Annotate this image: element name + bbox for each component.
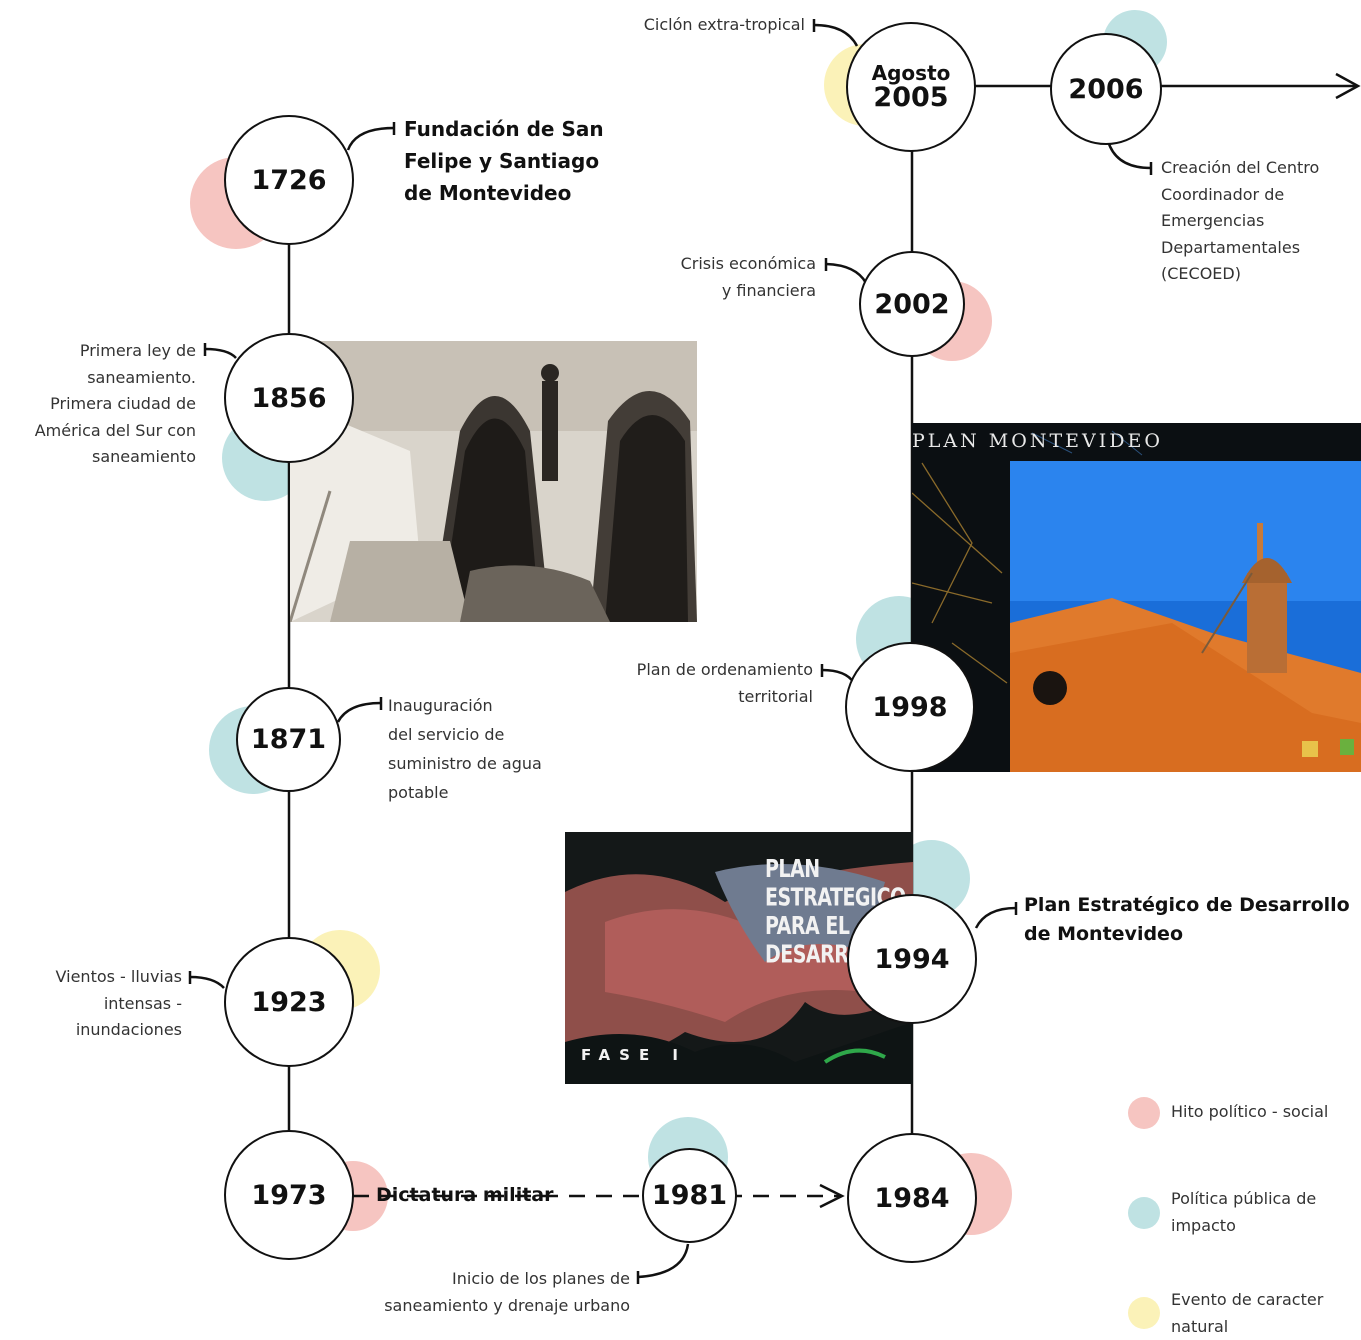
year-label: 1871 bbox=[250, 724, 327, 755]
event-label-2002: Crisis económica y financiera bbox=[680, 254, 816, 300]
year-label: 1984 bbox=[874, 1182, 950, 1214]
legend-dot-public-policy bbox=[1128, 1197, 1160, 1229]
event-label-1726: Fundación de San Felipe y Santiago de Mo… bbox=[404, 117, 604, 205]
legend-dot-natural-event bbox=[1128, 1297, 1160, 1329]
event-label-2006: Creación del Centro Coordinador de Emerg… bbox=[1161, 158, 1320, 284]
hook-1871 bbox=[336, 701, 382, 723]
year-node-1984: 1984 bbox=[847, 1133, 977, 1263]
hook-2006 bbox=[1106, 140, 1152, 170]
year-label: 2005 bbox=[873, 82, 949, 113]
hook-2005 bbox=[813, 23, 859, 47]
hook-2002 bbox=[825, 262, 868, 284]
event-label-1856: Primera ley de saneamiento. Primera ciud… bbox=[34, 341, 196, 467]
year-label: 1856 bbox=[251, 382, 327, 414]
legend-dot-political-social bbox=[1128, 1097, 1160, 1129]
year-node-1923: 1923 bbox=[224, 937, 354, 1067]
plan-montevideo-title: PLAN MONTEVIDEO bbox=[912, 430, 1163, 452]
year-label: 1973 bbox=[251, 1179, 327, 1211]
event-label-1923: Vientos - lluvias intensas - inundacione… bbox=[55, 967, 182, 1040]
year-node-1998: 1998 bbox=[845, 642, 975, 772]
year-node-2006: 2006 bbox=[1050, 33, 1162, 145]
year-label: 1998 bbox=[872, 691, 948, 723]
year-label: 1994 bbox=[874, 943, 950, 975]
year-label: 2006 bbox=[1068, 73, 1144, 105]
legend-label-natural-event: Evento de caracter natural bbox=[1171, 1290, 1324, 1336]
event-label-1973: Dictatura militar bbox=[376, 1184, 554, 1206]
year-label: 1923 bbox=[251, 986, 327, 1018]
hook-1923 bbox=[189, 975, 225, 989]
hook-1994 bbox=[974, 906, 1017, 929]
year-label: 1981 bbox=[651, 1180, 728, 1211]
event-label-1994: Plan Estratégico de Desarrollo de Montev… bbox=[1024, 894, 1350, 946]
year-node-1726: 1726 bbox=[224, 115, 354, 245]
hook-1981 bbox=[637, 1243, 690, 1279]
event-label-2005: Ciclón extra-tropical bbox=[643, 15, 805, 34]
year-node-1871: 1871 bbox=[236, 687, 341, 792]
year-node-1994: 1994 bbox=[847, 894, 977, 1024]
month-label: Agosto bbox=[871, 61, 951, 85]
sewer-tunnel-photo bbox=[290, 341, 697, 622]
event-label-1981: Inicio de los planes de saneamiento y dr… bbox=[384, 1269, 630, 1315]
hook-1726 bbox=[346, 126, 395, 151]
legend-label-public-policy: Política pública de impacto bbox=[1171, 1189, 1317, 1235]
dashed-arrowhead bbox=[819, 1183, 845, 1209]
plan-montevideo-poster: PLAN MONTEVIDEO bbox=[912, 423, 1361, 772]
year-node-1856: 1856 bbox=[224, 333, 354, 463]
year-node-2005: Agosto 2005 bbox=[846, 22, 976, 152]
plan-estrategico-fase: FASE I bbox=[581, 1046, 687, 1064]
future-arrowhead bbox=[1335, 72, 1361, 100]
year-label: 2002 bbox=[874, 288, 950, 320]
legend-label-political-social: Hito político - social bbox=[1171, 1102, 1329, 1121]
event-label-1871: Inauguración del servicio de suministro … bbox=[388, 696, 542, 803]
year-node-1973: 1973 bbox=[224, 1130, 354, 1260]
hook-1856 bbox=[204, 347, 237, 359]
year-node-2002: 2002 bbox=[859, 251, 965, 357]
year-node-1981: 1981 bbox=[642, 1148, 737, 1243]
plan-estrategico-poster: PLAN ESTRATEGICO PARA EL DESARROLLO FASE… bbox=[565, 832, 913, 1084]
year-label: 1726 bbox=[251, 164, 327, 196]
event-label-1998: Plan de ordenamiento territorial bbox=[636, 660, 813, 706]
